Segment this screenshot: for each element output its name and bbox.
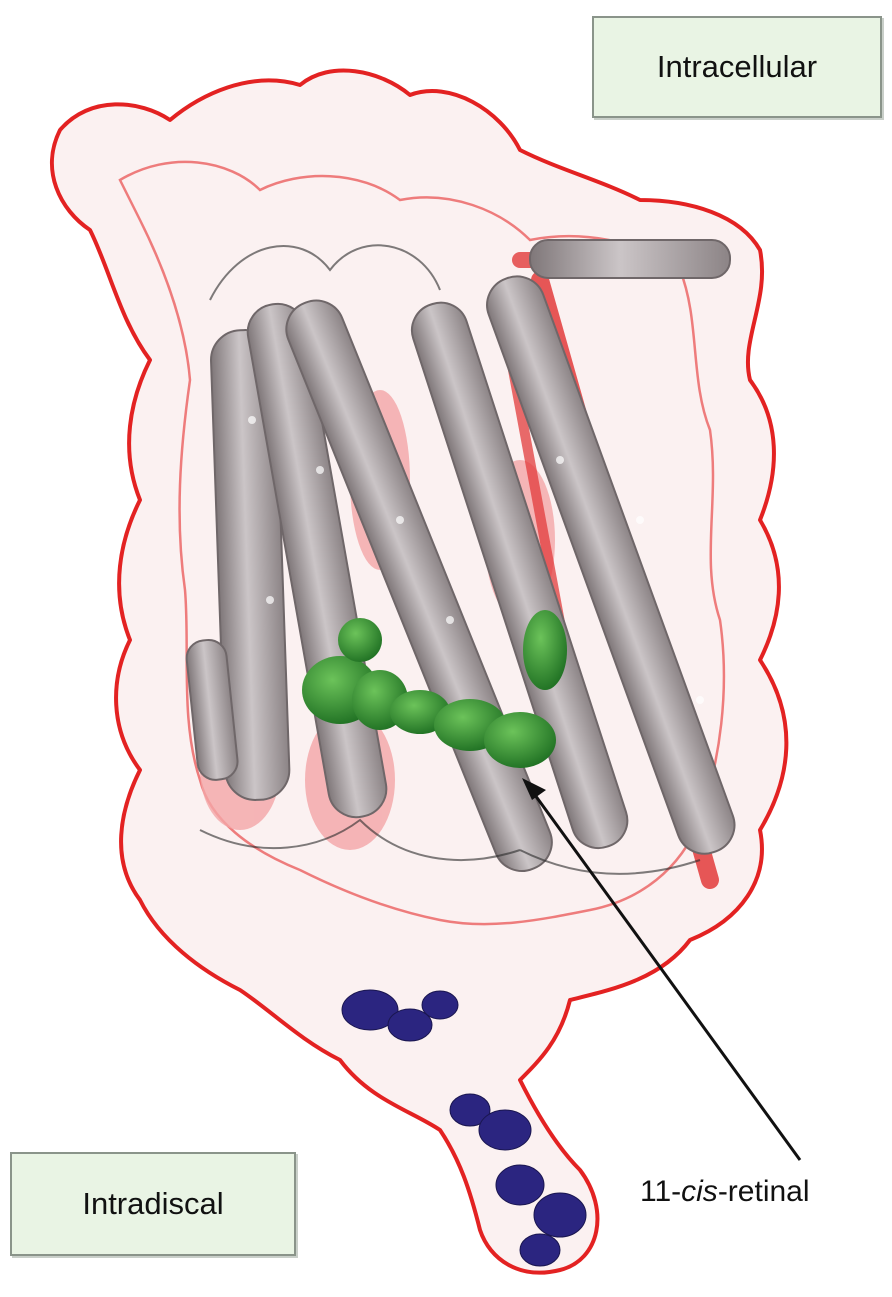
retinal-label: 11-cis-retinal bbox=[640, 1175, 810, 1209]
retinal-label-italic: cis bbox=[681, 1175, 718, 1208]
intradiscal-label: Intradiscal bbox=[82, 1186, 223, 1222]
intracellular-label: Intracellular bbox=[657, 49, 817, 85]
retinal-label-prefix: 11- bbox=[640, 1175, 681, 1208]
intracellular-label-box: Intracellular bbox=[592, 16, 882, 118]
intradiscal-label-box: Intradiscal bbox=[10, 1152, 296, 1256]
retinal-label-suffix: -retinal bbox=[718, 1175, 810, 1208]
